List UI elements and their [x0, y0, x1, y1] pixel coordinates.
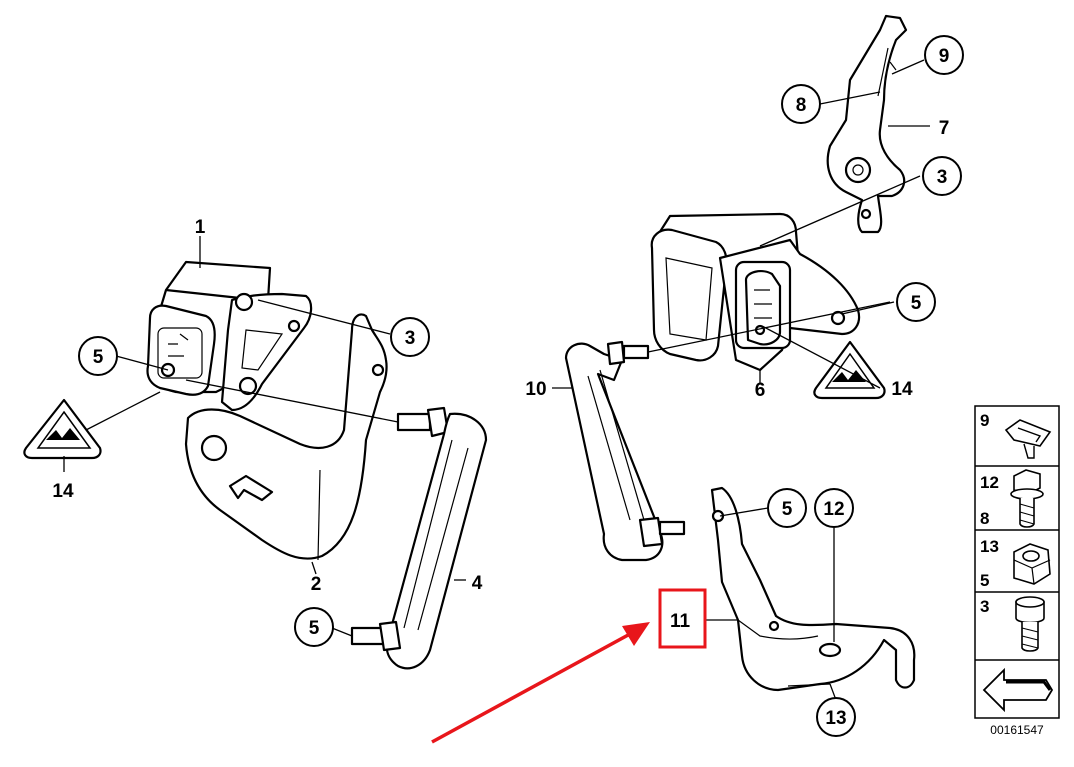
direction-arrow-icon	[982, 667, 1054, 713]
callout-11: 11	[670, 611, 691, 632]
warning-label-14-right	[813, 340, 886, 400]
part-4-link-rod	[350, 406, 488, 670]
leader-lines-left	[63, 236, 466, 637]
callout-3-left: 3	[405, 328, 416, 349]
clip-nut-icon	[1004, 419, 1052, 447]
reference-number: 00161547	[990, 723, 1044, 737]
leader-lines-right	[552, 59, 930, 701]
pointer-arrow	[431, 622, 650, 744]
legend-label-3: 3	[980, 597, 989, 616]
callout-13: 13	[825, 708, 846, 729]
callout-5-left: 5	[93, 347, 104, 368]
part-7-bracket	[826, 14, 908, 234]
callout-14-right: 14	[891, 379, 913, 400]
part-10-link-rod	[564, 340, 686, 562]
legend-label-8: 8	[980, 509, 989, 528]
callout-12: 12	[823, 499, 844, 520]
callout-10: 10	[525, 379, 546, 400]
part-11-bracket	[710, 486, 916, 692]
callout-8: 8	[796, 95, 807, 116]
part-2-bracket	[184, 313, 388, 561]
legend-label-13: 13	[980, 537, 999, 556]
legend-label-9: 9	[980, 411, 989, 430]
callout-9: 9	[939, 46, 950, 67]
socket-bolt-icon	[1015, 596, 1045, 652]
callout-5-center: 5	[782, 499, 793, 520]
callout-4: 4	[472, 573, 483, 594]
warning-label-14-left	[23, 398, 102, 460]
flange-bolt-icon	[1010, 469, 1044, 528]
callout-14-left: 14	[52, 481, 74, 502]
highlight-box	[658, 588, 707, 649]
callout-2: 2	[311, 574, 322, 595]
callout-5-bottom: 5	[309, 618, 320, 639]
callout-3-right: 3	[937, 167, 948, 188]
hex-nut-icon	[1013, 543, 1051, 585]
fastener-legend: 9 12 8 13 5 3 00161547	[974, 405, 1060, 737]
callout-7: 7	[939, 118, 950, 139]
part-1-sensor	[146, 260, 313, 412]
callout-6: 6	[755, 380, 766, 401]
legend-label-5: 5	[980, 571, 989, 590]
callouts: 1 5 3 14 2 4 5 9 8 7 3 5 14 6 10 5 12 11…	[52, 35, 964, 737]
legend-label-12: 12	[980, 473, 999, 492]
callout-1: 1	[195, 217, 206, 238]
callout-5-right: 5	[911, 293, 922, 314]
part-6-sensor	[650, 212, 861, 372]
